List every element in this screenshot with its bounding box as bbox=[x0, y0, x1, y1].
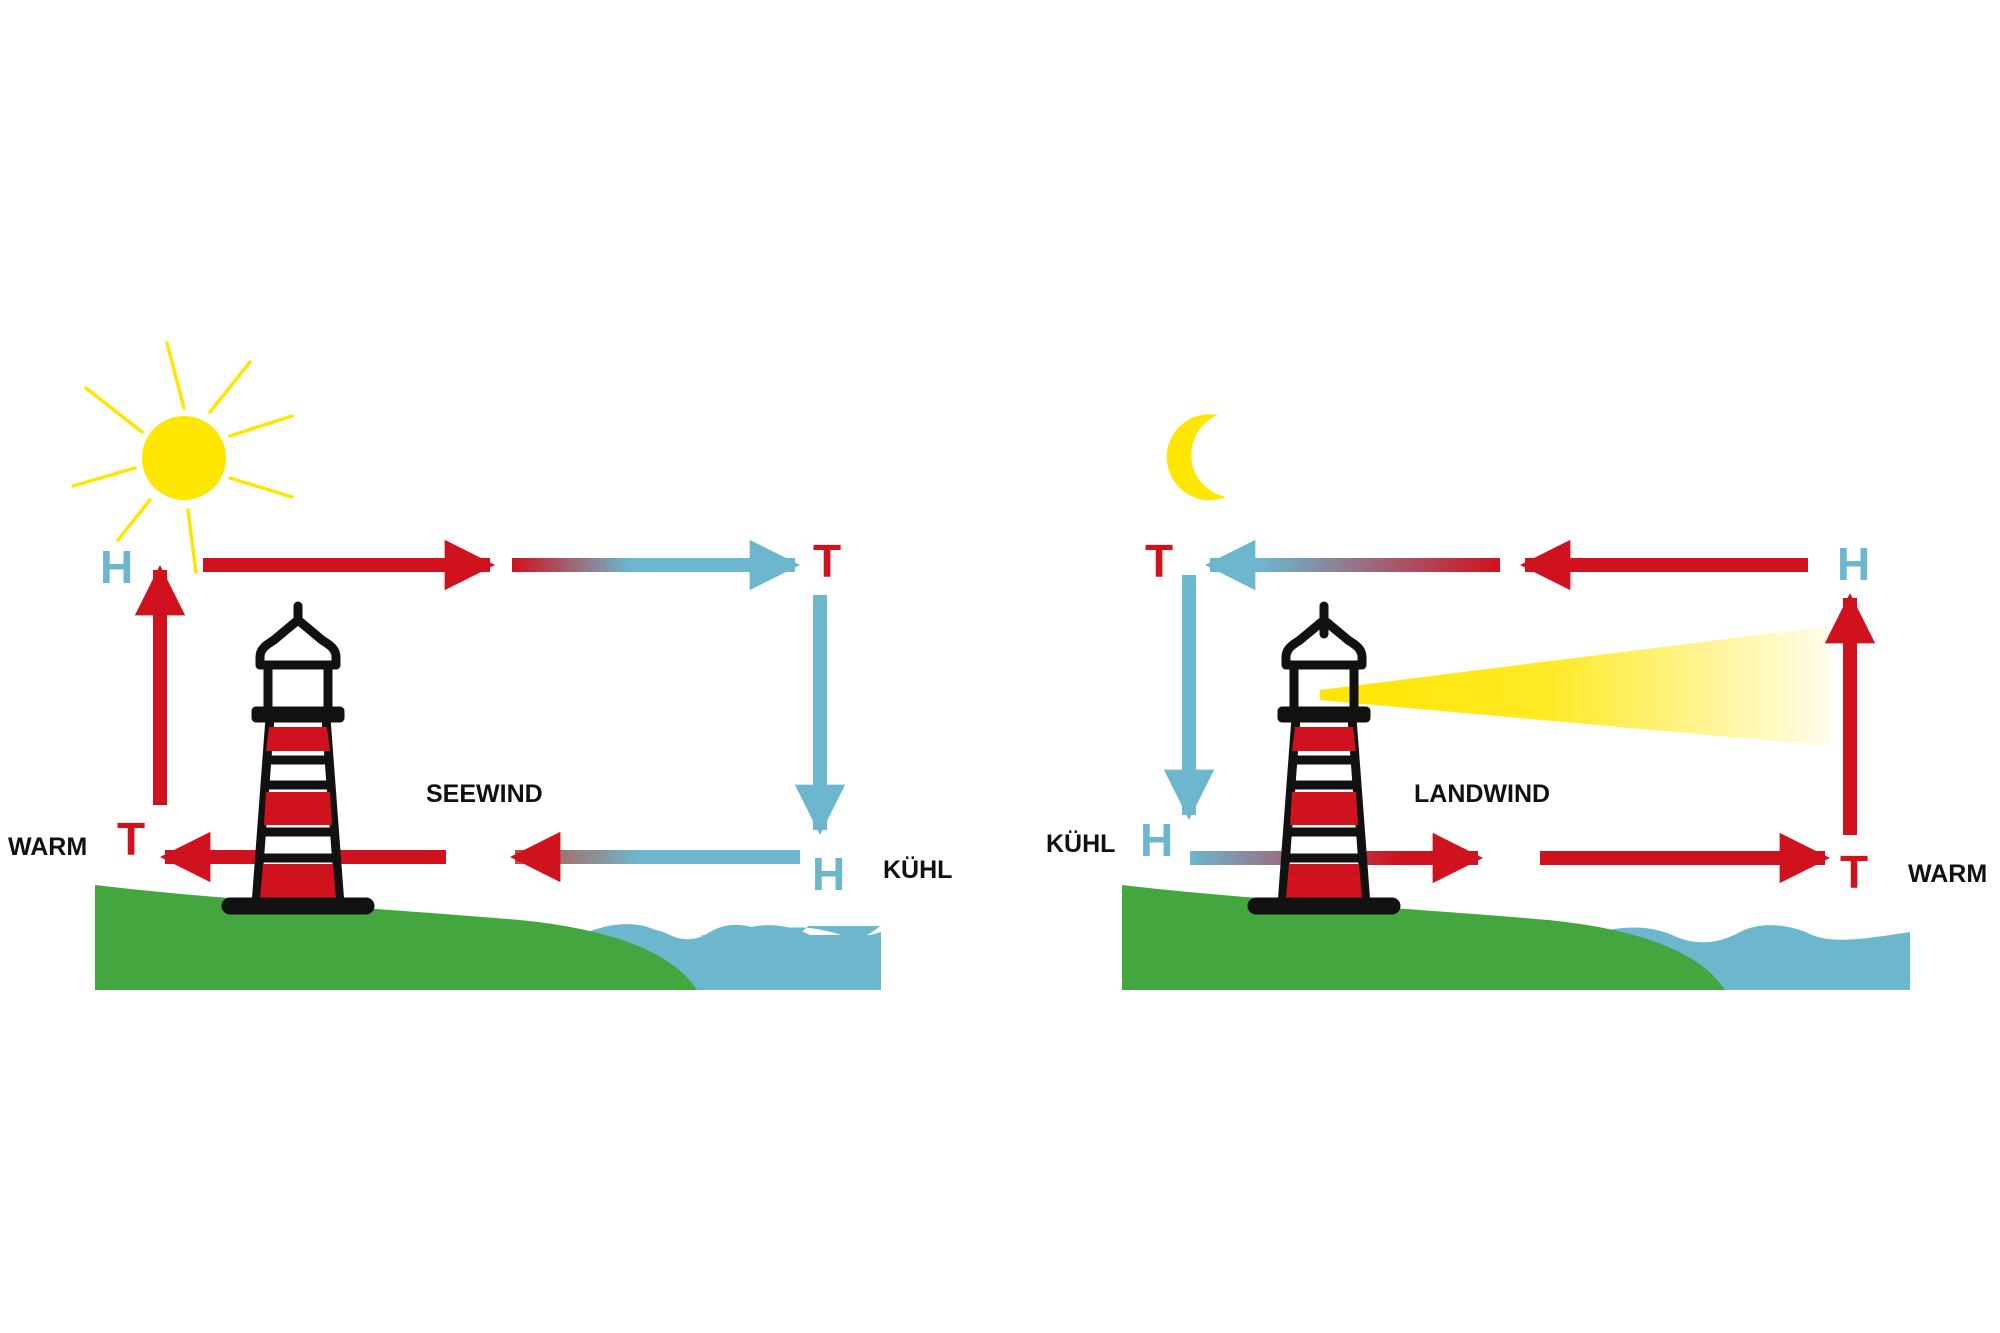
sun-icon bbox=[71, 341, 294, 574]
day-panel: H T T H SEEWIND WARM KÜHL bbox=[8, 341, 952, 990]
sea-high-pressure-label: H bbox=[1837, 538, 1870, 590]
land-temp-label: KÜHL bbox=[1046, 829, 1115, 858]
night-panel: T H H T LANDWIND KÜHL WARM bbox=[1046, 414, 1987, 990]
land-shape bbox=[95, 885, 697, 990]
lighthouse bbox=[221, 601, 375, 915]
light-beam bbox=[1320, 626, 1830, 746]
land-high-pressure-label: H bbox=[1140, 814, 1173, 866]
lighthouse bbox=[1247, 601, 1401, 915]
wind-label: SEEWIND bbox=[426, 780, 543, 808]
land-shape bbox=[1122, 885, 1725, 990]
sea-temp-label: WARM bbox=[1908, 860, 1987, 888]
sea-low-pressure-label: T bbox=[813, 535, 841, 587]
land-high-pressure-label: H bbox=[100, 541, 133, 593]
moon-icon bbox=[1166, 414, 1226, 501]
land-low-pressure-label: T bbox=[1145, 535, 1173, 587]
land-low-pressure-label: T bbox=[117, 813, 145, 865]
land-temp-label: WARM bbox=[8, 833, 87, 861]
circulation-arrows bbox=[1163, 539, 1876, 884]
sea-temp-label: KÜHL bbox=[883, 855, 952, 884]
sea-high-pressure-label: H bbox=[812, 848, 845, 900]
sea-low-pressure-label: T bbox=[1840, 846, 1868, 898]
circulation-arrows bbox=[134, 539, 846, 883]
wind-label: LANDWIND bbox=[1414, 780, 1550, 808]
